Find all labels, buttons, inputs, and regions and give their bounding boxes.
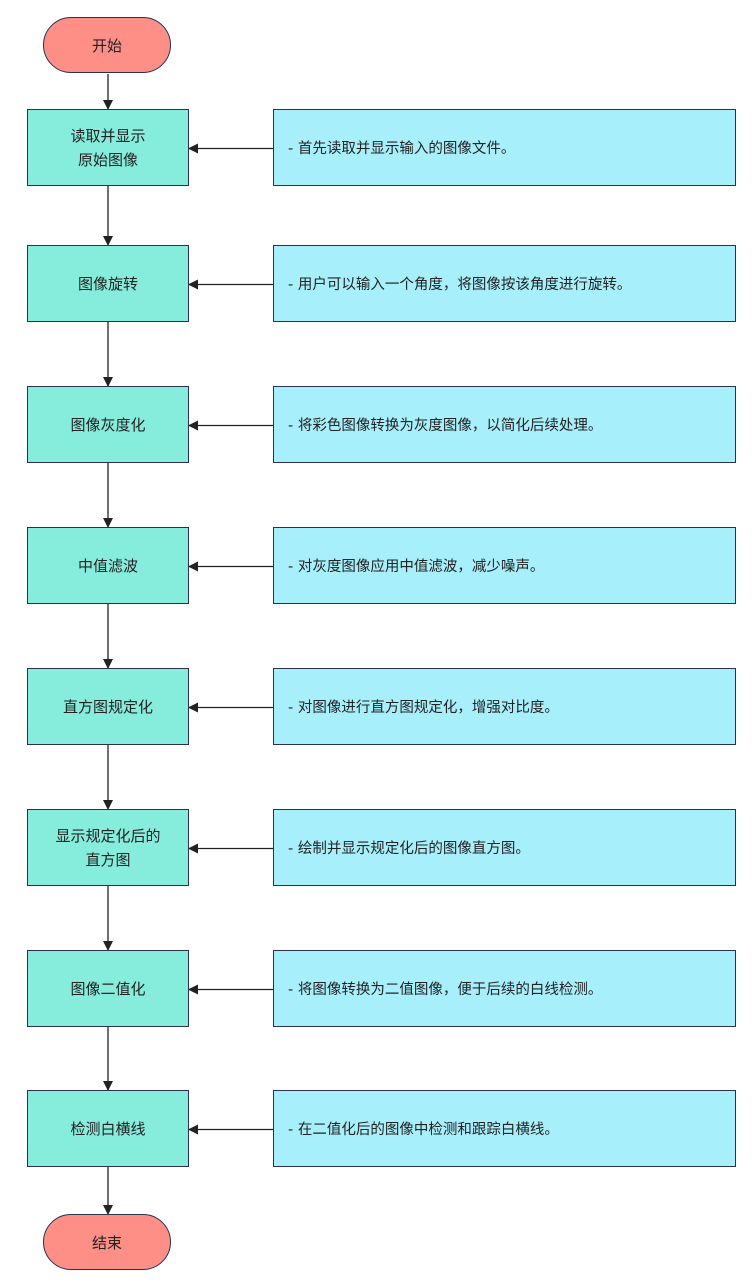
step-label: 显示规定化后的 直方图: [55, 826, 161, 869]
step-median-filter: 中值滤波: [27, 527, 189, 604]
note-show-histogram: - 绘制并显示规定化后的图像直方图。: [273, 809, 736, 886]
step-label: 图像旋转: [77, 274, 138, 293]
step-detect-lines: 检测白横线: [27, 1090, 189, 1167]
step-read-display: 读取并显示 原始图像: [27, 109, 189, 186]
note-histogram-spec: - 对图像进行直方图规定化，增强对比度。: [273, 668, 736, 745]
note-grayscale: - 将彩色图像转换为灰度图像，以简化后续处理。: [273, 386, 736, 463]
start-node: 开始: [43, 17, 171, 73]
step-grayscale: 图像灰度化: [27, 386, 189, 463]
step-label: 图像二值化: [70, 979, 146, 998]
note-text: - 用户可以输入一个角度，将图像按该角度进行旋转。: [288, 277, 632, 293]
step-label: 直方图规定化: [62, 697, 153, 716]
note-read-display: - 首先读取并显示输入的图像文件。: [273, 109, 736, 186]
note-text: - 将图像转换为二值图像，便于后续的白线检测。: [288, 982, 603, 998]
note-text: - 对灰度图像应用中值滤波，减少噪声。: [288, 559, 545, 575]
note-median-filter: - 对灰度图像应用中值滤波，减少噪声。: [273, 527, 736, 604]
step-show-histogram: 显示规定化后的 直方图: [27, 809, 189, 886]
note-text: - 绘制并显示规定化后的图像直方图。: [288, 841, 530, 857]
end-node: 结束: [43, 1214, 171, 1270]
note-text: - 在二值化后的图像中检测和跟踪白横线。: [288, 1122, 559, 1138]
start-label: 开始: [91, 36, 122, 55]
note-detect-lines: - 在二值化后的图像中检测和跟踪白横线。: [273, 1090, 736, 1167]
step-label: 读取并显示 原始图像: [70, 126, 146, 169]
note-text: - 将彩色图像转换为灰度图像，以简化后续处理。: [288, 418, 603, 434]
step-histogram-spec: 直方图规定化: [27, 668, 189, 745]
note-rotate: - 用户可以输入一个角度，将图像按该角度进行旋转。: [273, 245, 736, 322]
step-label: 图像灰度化: [70, 415, 146, 434]
step-binarize: 图像二值化: [27, 950, 189, 1027]
note-text: - 首先读取并显示输入的图像文件。: [288, 141, 516, 157]
note-text: - 对图像进行直方图规定化，增强对比度。: [288, 700, 559, 716]
step-label: 检测白横线: [70, 1119, 146, 1138]
note-binarize: - 将图像转换为二值图像，便于后续的白线检测。: [273, 950, 736, 1027]
end-label: 结束: [91, 1233, 122, 1252]
step-rotate: 图像旋转: [27, 245, 189, 322]
step-label: 中值滤波: [77, 556, 138, 575]
